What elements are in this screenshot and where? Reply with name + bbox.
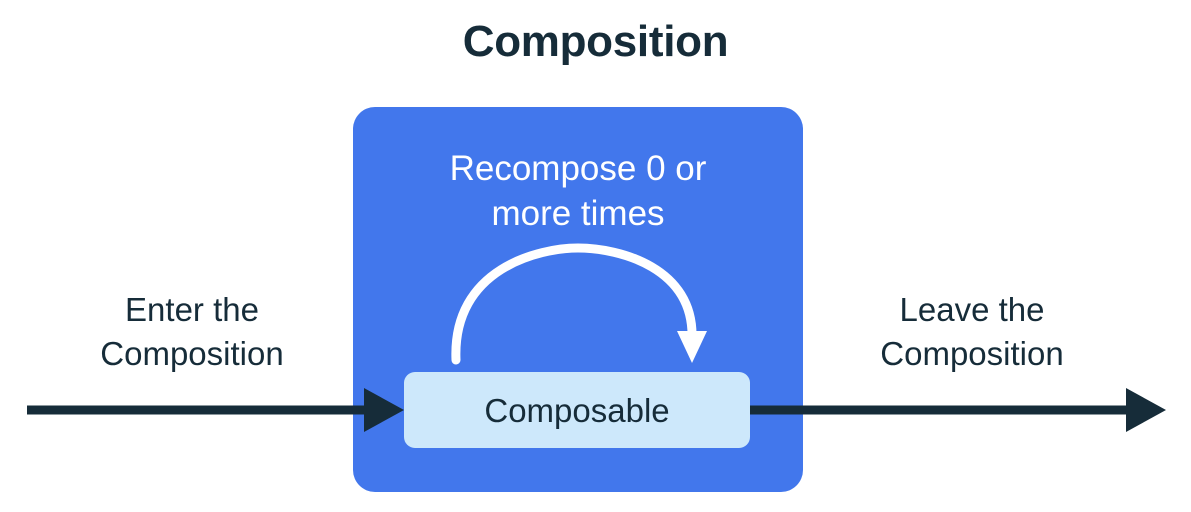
enter-composition-caption: Enter the Composition (100, 291, 284, 372)
recompose-caption: Recompose 0 or more times (449, 149, 707, 233)
enter-composition-arrow (27, 388, 404, 432)
leave-arrow-head (1126, 388, 1166, 432)
page-title: Composition (462, 17, 729, 66)
composable-box: Composable (404, 372, 750, 448)
leave-composition-arrow (750, 388, 1166, 432)
leave-composition-caption: Leave the Composition (880, 291, 1064, 372)
composable-label: Composable (484, 391, 670, 429)
